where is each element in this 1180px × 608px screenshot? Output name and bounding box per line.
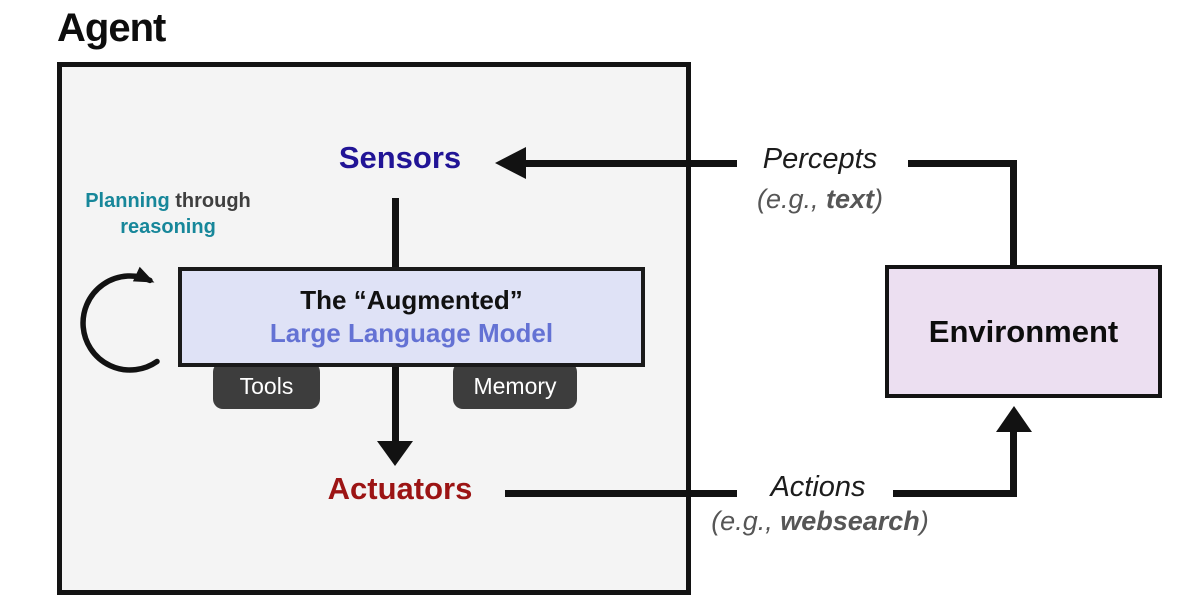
percepts-line-segment-right <box>908 160 1017 167</box>
tools-tab: Tools <box>213 362 320 409</box>
actions-example-suffix: ) <box>919 506 929 536</box>
actions-line-segment-left <box>505 490 737 497</box>
sensors-label: Sensors <box>338 140 462 175</box>
up-arrowhead-icon <box>996 406 1032 432</box>
memory-tab: Memory <box>453 362 577 409</box>
percepts-label: Percepts <box>762 143 878 175</box>
percepts-example-prefix: (e.g., <box>756 184 826 214</box>
planning-word: Planning <box>85 190 170 212</box>
planning-through-reasoning-label: Planning through reasoning <box>66 188 270 240</box>
environment-box: Environment <box>885 265 1162 398</box>
left-arrowhead-icon <box>495 147 526 179</box>
actions-example-label: (e.g., websearch) <box>688 506 952 537</box>
through-word: through <box>169 190 251 212</box>
actions-label: Actions <box>770 471 866 503</box>
llm-box-subtitle: Large Language Model <box>269 318 554 348</box>
environment-label: Environment <box>928 313 1119 349</box>
augmented-llm-box: The “Augmented” Large Language Model <box>178 267 645 367</box>
actuators-label: Actuators <box>327 471 473 506</box>
llm-to-actuators-connector <box>392 367 399 443</box>
tools-tab-label: Tools <box>239 373 294 399</box>
actions-example-prefix: (e.g., <box>711 506 781 536</box>
llm-box-title: The “Augmented” <box>300 285 523 315</box>
reasoning-loop-arrow-icon <box>80 266 160 373</box>
percepts-example-label: (e.g., text) <box>720 184 920 215</box>
actions-line-vertical <box>1010 431 1017 497</box>
actions-example-bold: websearch <box>780 506 920 536</box>
reasoning-word: reasoning <box>120 216 216 238</box>
agent-title: Agent <box>57 6 166 50</box>
percepts-example-suffix: ) <box>874 184 884 214</box>
memory-tab-label: Memory <box>473 373 557 399</box>
percepts-line-vertical <box>1010 160 1017 266</box>
percepts-example-bold: text <box>826 184 875 214</box>
actions-line-segment-right <box>893 490 1017 497</box>
down-arrowhead-icon <box>377 441 413 466</box>
percepts-line-segment-left <box>524 160 737 167</box>
sensors-to-llm-connector <box>392 198 399 268</box>
